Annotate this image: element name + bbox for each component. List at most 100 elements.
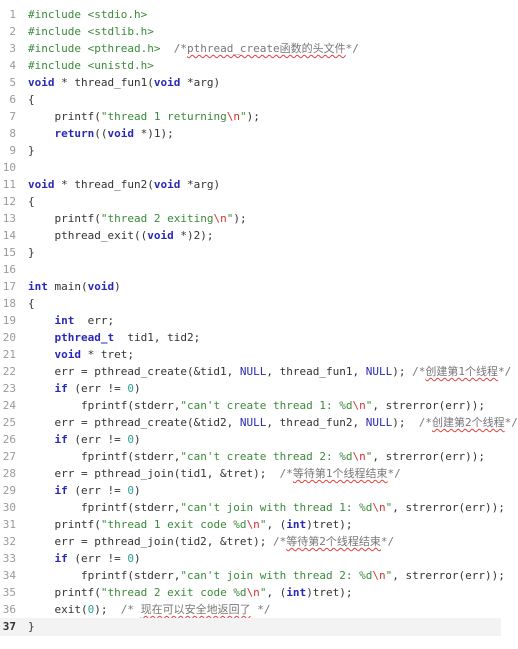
code-text: void * thread_fun1(void *arg) bbox=[28, 74, 220, 92]
line-number: 35 bbox=[2, 586, 16, 599]
code-line[interactable]: 9} bbox=[0, 142, 501, 160]
code-line[interactable]: 1#include <stdio.h> bbox=[0, 6, 501, 24]
code-token: err = pthread_create(&tid1, bbox=[28, 365, 240, 378]
code-token: 等待第2个线程结束 bbox=[286, 535, 381, 548]
code-line[interactable]: 31 printf("thread 1 exit code %d\n", (in… bbox=[0, 516, 501, 534]
code-line[interactable]: 22 err = pthread_create(&tid1, NULL, thr… bbox=[0, 363, 512, 381]
code-line[interactable]: 16 bbox=[0, 261, 501, 279]
code-line[interactable]: 21 void * tret; bbox=[0, 346, 501, 364]
code-line[interactable]: 30 fprintf(stderr,"can't join with threa… bbox=[0, 499, 505, 517]
code-line[interactable]: 11 void * thread_fun2(void *arg) bbox=[0, 176, 501, 194]
code-token: int bbox=[54, 314, 75, 327]
code-token bbox=[28, 314, 55, 327]
code-token: */ bbox=[387, 467, 401, 480]
code-token: " bbox=[365, 399, 373, 412]
code-line[interactable]: 2#include <stdlib.h> bbox=[0, 23, 501, 41]
code-text: printf("thread 1 returning\n"); bbox=[28, 108, 260, 126]
code-line[interactable]: 7 printf("thread 1 returning\n"); bbox=[0, 108, 501, 126]
code-line[interactable]: 34 fprintf(stderr,"can't join with threa… bbox=[0, 567, 505, 585]
code-token: , ( bbox=[266, 518, 287, 531]
line-number: 6 bbox=[9, 93, 16, 106]
code-line[interactable]: 25 err = pthread_create(&tid2, NULL, thr… bbox=[0, 414, 518, 432]
code-line[interactable]: 27 fprintf(stderr,"can't create thread 2… bbox=[0, 448, 501, 466]
code-line[interactable]: 20 pthread_t tid1, tid2; bbox=[0, 329, 501, 347]
code-line[interactable]: 26 if (err != 0) bbox=[0, 431, 501, 449]
code-line[interactable]: 32 err = pthread_join(tid2, &tret); /*等待… bbox=[0, 533, 501, 551]
code-text: if (err != 0) bbox=[28, 380, 141, 398]
code-token: ); bbox=[246, 110, 260, 123]
code-token: * thread_fun1( bbox=[54, 76, 154, 89]
code-text: #include <stdio.h> bbox=[28, 6, 147, 24]
line-number: 12 bbox=[2, 195, 16, 208]
code-token: (err != bbox=[67, 552, 128, 565]
code-token: "can't create thread 1: %d bbox=[180, 399, 353, 412]
code-line[interactable]: 3#include <pthread.h> /*pthread_create函数… bbox=[0, 40, 501, 58]
code-line[interactable]: 23 if (err != 0) bbox=[0, 380, 501, 398]
code-text: void * thread_fun2(void *arg) bbox=[28, 176, 220, 194]
line-number: 9 bbox=[9, 144, 16, 157]
line-number: 7 bbox=[9, 110, 16, 123]
code-text: { bbox=[28, 193, 35, 211]
code-line[interactable]: 10 bbox=[0, 159, 501, 177]
code-token: , strerror(err)); bbox=[372, 399, 485, 412]
code-token: /* bbox=[173, 42, 187, 55]
code-token: ); bbox=[392, 416, 419, 429]
code-token: \n bbox=[226, 110, 240, 123]
code-line[interactable]: 18{ bbox=[0, 295, 501, 313]
code-line[interactable]: 36 exit(0); /* 现在可以安全地返回了 */ bbox=[0, 601, 501, 619]
code-line[interactable]: 5 void * thread_fun1(void *arg) bbox=[0, 74, 501, 92]
line-number: 11 bbox=[2, 178, 16, 191]
code-line[interactable]: 13 printf("thread 2 exiting\n"); bbox=[0, 210, 501, 228]
line-number: 29 bbox=[2, 484, 16, 497]
code-text: err = pthread_create(&tid2, NULL, thread… bbox=[28, 414, 517, 432]
code-line[interactable]: 28 err = pthread_join(tid1, &tret); /*等待… bbox=[0, 465, 501, 483]
code-token: , ( bbox=[266, 586, 287, 599]
code-token: return bbox=[54, 127, 95, 140]
line-number: 19 bbox=[2, 314, 16, 327]
code-token: (( bbox=[94, 127, 108, 140]
line-number: 25 bbox=[2, 416, 16, 429]
code-line[interactable]: 37} bbox=[0, 618, 501, 636]
code-token: fprintf(stderr, bbox=[28, 399, 181, 412]
code-token: * thread_fun2( bbox=[54, 178, 154, 191]
code-token: " bbox=[365, 450, 373, 463]
line-number: 13 bbox=[2, 212, 16, 225]
code-line[interactable]: 24 fprintf(stderr,"can't create thread 1… bbox=[0, 397, 501, 415]
code-text: { bbox=[28, 91, 35, 109]
code-token bbox=[28, 382, 55, 395]
line-number: 30 bbox=[2, 501, 16, 514]
code-line[interactable]: 15} bbox=[0, 244, 501, 262]
code-text: printf("thread 2 exiting\n"); bbox=[28, 210, 246, 228]
code-token: pthread_create函数的头文件 bbox=[186, 42, 346, 55]
code-line[interactable]: 29 if (err != 0) bbox=[0, 482, 501, 500]
code-text: fprintf(stderr,"can't create thread 2: %… bbox=[28, 448, 485, 466]
code-token: NULL bbox=[365, 416, 393, 429]
code-token: 0 bbox=[127, 484, 134, 497]
code-token: " bbox=[385, 569, 393, 582]
code-token: *)2); bbox=[173, 229, 214, 242]
code-token: err = pthread_join(tid1, &tret); bbox=[28, 467, 280, 480]
code-line[interactable]: 8 return((void *)1); bbox=[0, 125, 501, 143]
line-number: 16 bbox=[2, 263, 16, 276]
line-number: 21 bbox=[2, 348, 16, 361]
code-line[interactable]: 19 int err; bbox=[0, 312, 501, 330]
code-token: } bbox=[28, 246, 35, 259]
code-line[interactable]: 35 printf("thread 2 exit code %d\n", (in… bbox=[0, 584, 501, 602]
code-token: if bbox=[54, 433, 68, 446]
line-number: 28 bbox=[2, 467, 16, 480]
line-number: 5 bbox=[9, 76, 16, 89]
code-text: fprintf(stderr,"can't join with thread 1… bbox=[28, 499, 505, 517]
code-line[interactable]: 14 pthread_exit((void *)2); bbox=[0, 227, 501, 245]
code-line[interactable]: 12 { bbox=[0, 193, 501, 211]
line-number: 36 bbox=[2, 603, 16, 616]
code-token: , thread_fun1, bbox=[266, 365, 366, 378]
code-line[interactable]: 4#include <unistd.h> bbox=[0, 57, 501, 75]
code-token: */ bbox=[498, 365, 512, 378]
code-line[interactable]: 6{ bbox=[0, 91, 501, 109]
code-line[interactable]: 33 if (err != 0) bbox=[0, 550, 501, 568]
code-token: void bbox=[153, 76, 181, 89]
code-token: "thread 1 returning bbox=[100, 110, 227, 123]
code-token: \n bbox=[372, 569, 386, 582]
